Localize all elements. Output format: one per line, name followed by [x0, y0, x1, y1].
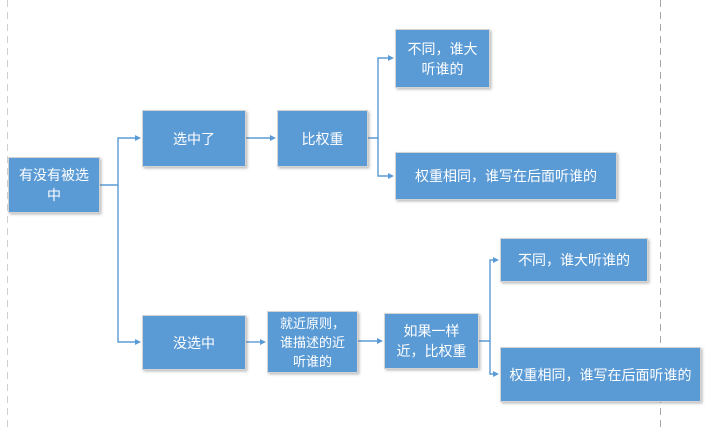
- node-selected-diff[interactable]: 不同，谁大听谁的: [395, 29, 490, 88]
- node-root[interactable]: 有没有被选中: [8, 157, 100, 213]
- node-compare-weight[interactable]: 比权重: [277, 110, 368, 167]
- connector-root-to-selected[interactable]: [100, 135, 141, 186]
- connector-equal-distance-to-same[interactable]: [489, 341, 499, 377]
- node-selected-same[interactable]: 权重相同，谁写在后面听谁的: [395, 152, 617, 200]
- node-unselected-diff[interactable]: 不同，谁大听谁的: [500, 238, 648, 282]
- connector-equal-distance-to-diff[interactable]: [479, 257, 499, 342]
- connector-compare-weight-to-same[interactable]: [377, 138, 394, 179]
- node-unselected-same[interactable]: 权重相同，谁写在后面听谁的: [500, 347, 701, 402]
- node-not-selected[interactable]: 没选中: [142, 315, 246, 370]
- node-selected[interactable]: 选中了: [142, 110, 246, 167]
- node-equal-distance[interactable]: 如果一样近，比权重: [384, 313, 479, 369]
- connector-compare-weight-to-diff[interactable]: [368, 55, 394, 139]
- node-proximity-rule[interactable]: 就近原则，谁描述的近听谁的: [267, 311, 358, 373]
- connector-root-to-not-selected[interactable]: [117, 185, 141, 345]
